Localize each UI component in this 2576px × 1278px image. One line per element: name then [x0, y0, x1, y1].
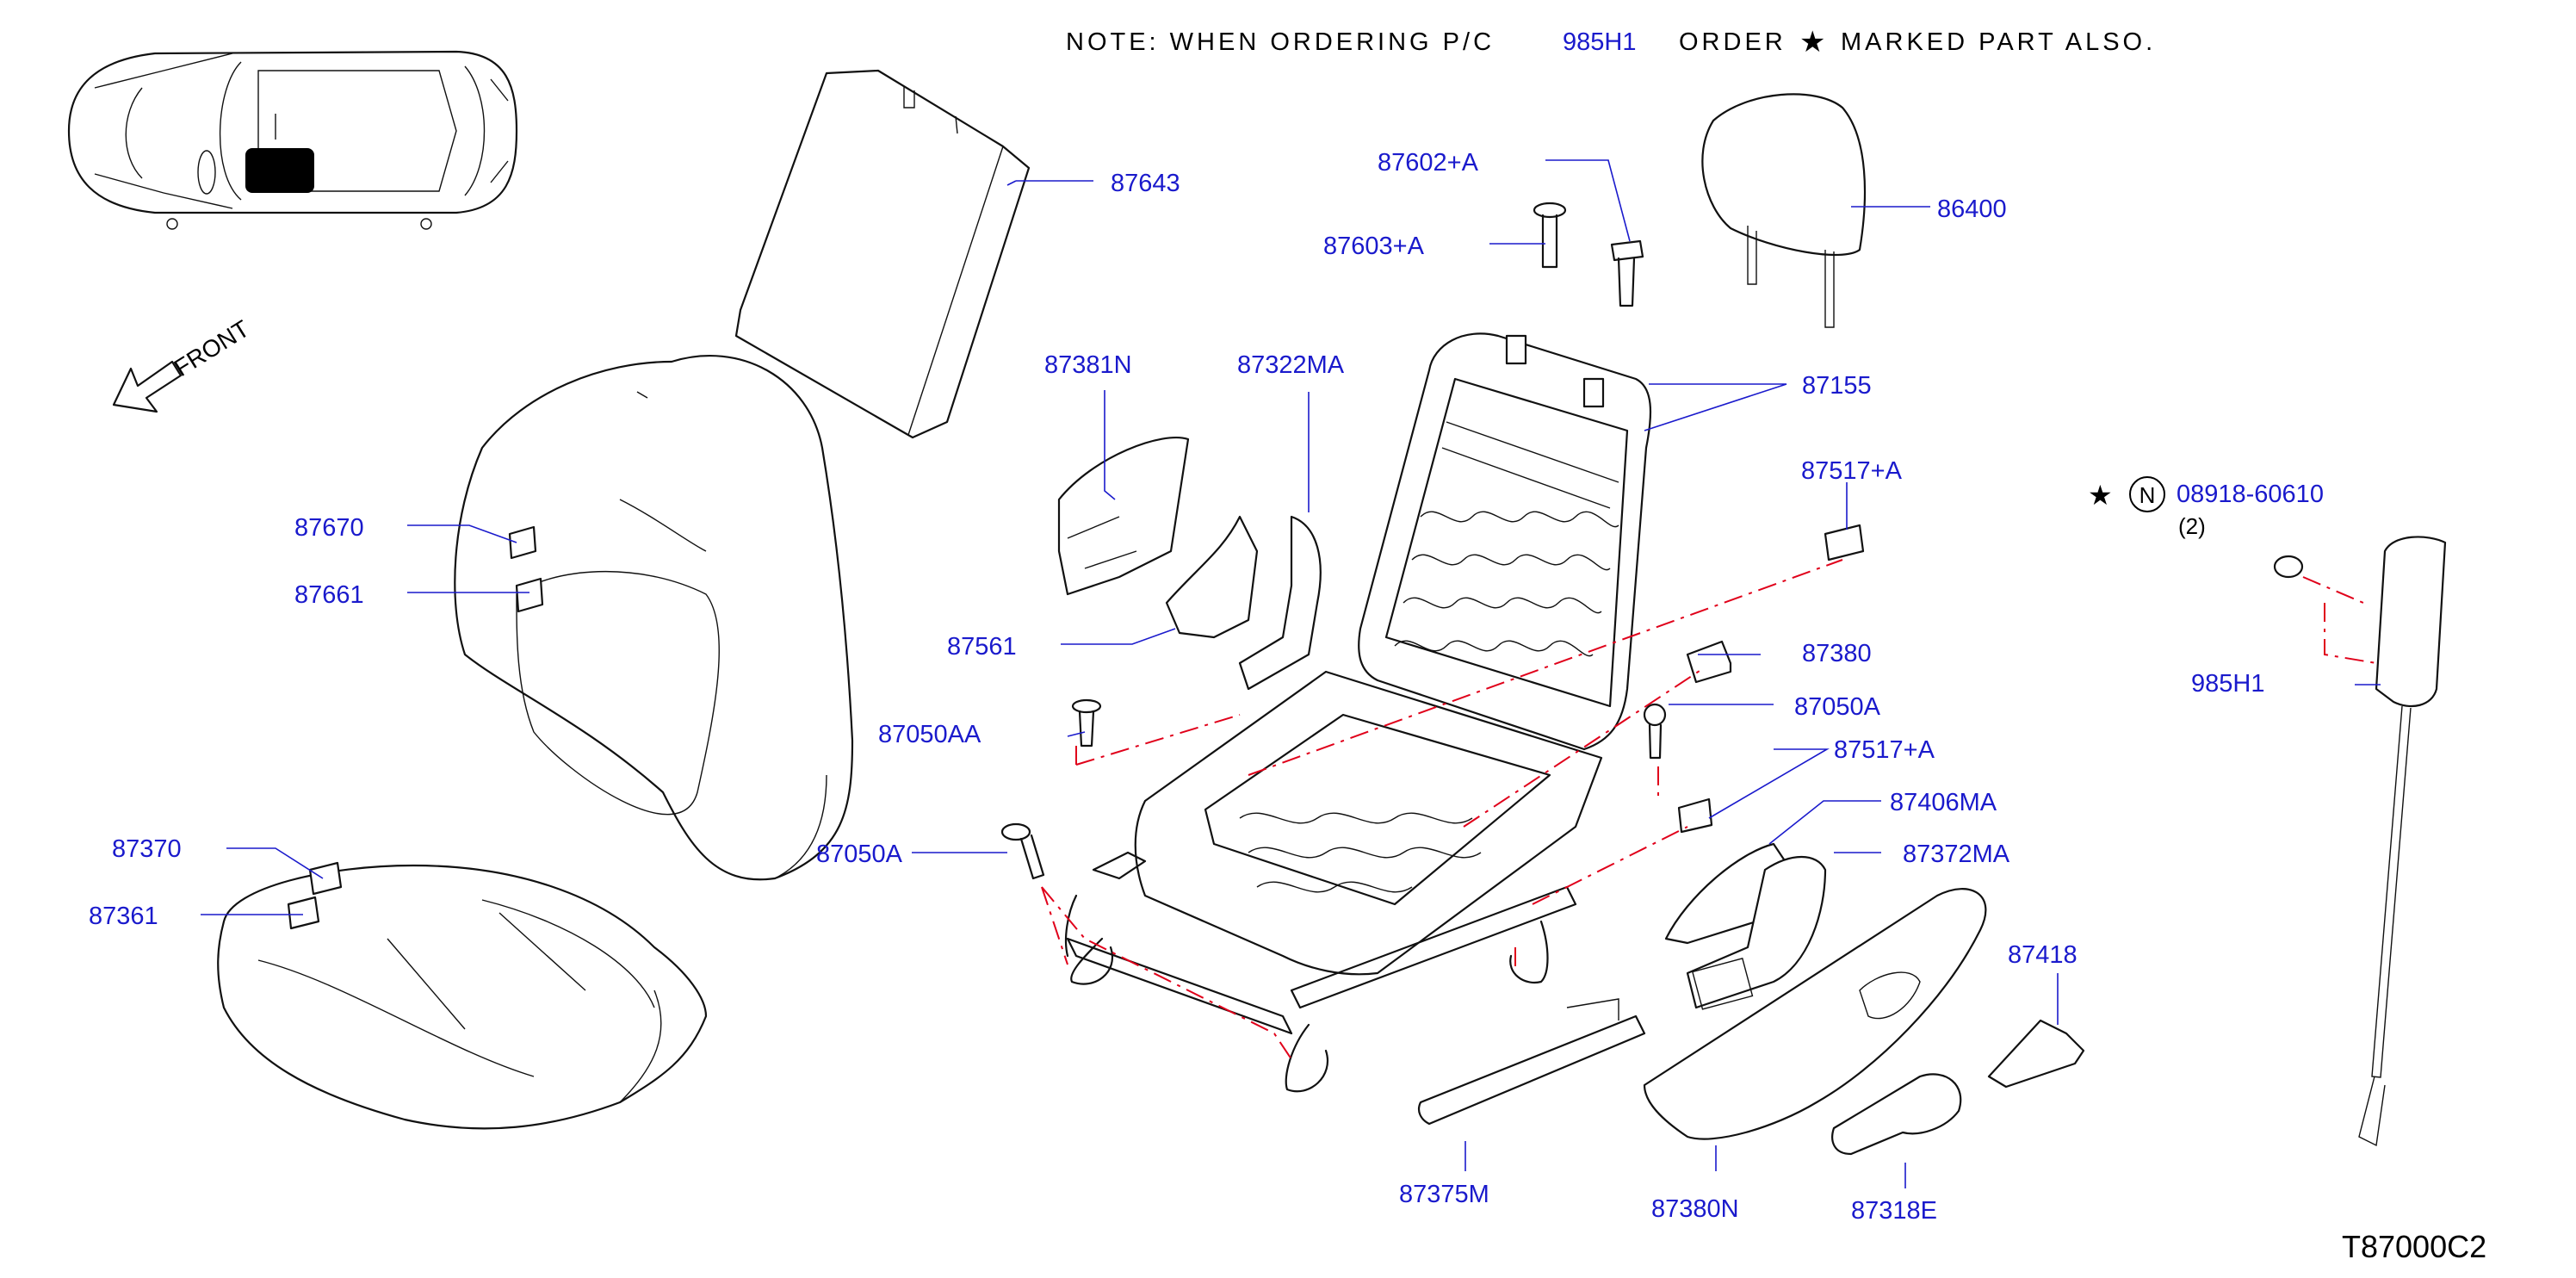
headrest-guide-pair[interactable]: [1533, 202, 1644, 307]
n-marker: N: [2139, 482, 2156, 508]
callout-87406MA[interactable]: 87406MA: [1890, 789, 1997, 816]
cap-87418[interactable]: [1987, 1019, 2085, 1089]
callout-87370[interactable]: 87370: [112, 835, 182, 863]
callout-87050A-left[interactable]: 87050A: [816, 841, 903, 868]
cover-87380N[interactable]: [1643, 888, 1987, 1140]
callout-labels: 87643 87602+A 87603+A 86400 87381N 87322…: [89, 149, 2264, 1225]
star-icon: ★: [2088, 480, 2113, 511]
callout-87361[interactable]: 87361: [89, 903, 158, 930]
clip-87517A-upper[interactable]: [1824, 524, 1865, 561]
callout-87372MA[interactable]: 87372MA: [1903, 841, 2010, 868]
callout-985H1[interactable]: 985H1: [2191, 670, 2264, 698]
bolt-87050A-left[interactable]: [1000, 822, 1045, 880]
callout-87602A[interactable]: 87602+A: [1378, 149, 1479, 177]
callout-87603A[interactable]: 87603+A: [1323, 233, 1425, 260]
bolt-87050AA[interactable]: [1071, 698, 1102, 748]
cover-87372MA[interactable]: [1686, 855, 1827, 1010]
clip-87517A-lower[interactable]: [1677, 797, 1713, 834]
seat-back-frame[interactable]: [1358, 332, 1652, 751]
cover-87375M[interactable]: [1417, 998, 1646, 1126]
seat-cushion-frame[interactable]: [1064, 670, 1603, 1093]
callout-87155[interactable]: 87155: [1802, 372, 1872, 400]
note-marked-text: MARKED PART ALSO.: [1841, 28, 2156, 56]
seat-location-marker: [245, 148, 314, 193]
note-part-ref[interactable]: 985H1: [1563, 28, 1636, 56]
starred-fastener-callout: ★ N 08918-60610 (2): [2088, 476, 2324, 539]
seat-back-pad[interactable]: [734, 69, 1031, 439]
callout-87643[interactable]: 87643: [1111, 170, 1180, 197]
callout-87561[interactable]: 87561: [947, 633, 1017, 661]
ordering-note: NOTE: WHEN ORDERING P/C 985H1 ORDER ★ MA…: [1066, 26, 2156, 59]
bolt-87050A-right[interactable]: [1643, 703, 1667, 760]
callout-87050AA[interactable]: 87050AA: [878, 721, 981, 748]
cover-87561[interactable]: [1165, 515, 1259, 639]
quantity-label: (2): [2178, 513, 2206, 539]
callout-87380N[interactable]: 87380N: [1651, 1195, 1739, 1223]
front-direction-arrow: FRONT: [112, 315, 254, 413]
cover-87381N[interactable]: [1057, 437, 1190, 596]
leader-lines: [201, 159, 2381, 1188]
front-label: FRONT: [170, 315, 254, 382]
callout-87517A-upper[interactable]: 87517+A: [1801, 457, 1903, 485]
star-icon: ★: [1799, 26, 1825, 59]
callout-87322MA[interactable]: 87322MA: [1237, 351, 1345, 379]
diagram-code: T87000C2: [2342, 1229, 2486, 1264]
callout-87418[interactable]: 87418: [2008, 941, 2078, 969]
callout-87661[interactable]: 87661: [294, 581, 364, 609]
seat-back-trim[interactable]: [454, 355, 854, 881]
note-text: NOTE: WHEN ORDERING P/C: [1066, 28, 1495, 56]
cover-87322MA[interactable]: [1238, 515, 1322, 691]
callout-87050A-right[interactable]: 87050A: [1794, 693, 1881, 721]
callout-87517A-lower[interactable]: 87517+A: [1834, 736, 1935, 764]
n-circle-icon: [2129, 476, 2165, 512]
seat-cushion-trim[interactable]: [217, 861, 708, 1130]
knob-87318E[interactable]: [1831, 1073, 1962, 1156]
callout-87318E[interactable]: 87318E: [1851, 1197, 1937, 1225]
bracket-87380[interactable]: [1686, 640, 1732, 684]
callout-86400[interactable]: 86400: [1937, 195, 2007, 223]
callout-87375M[interactable]: 87375M: [1399, 1181, 1489, 1208]
callout-87670[interactable]: 87670: [294, 514, 364, 542]
car-top-view-icon: [67, 50, 518, 230]
headrest[interactable]: [1701, 93, 1867, 328]
assembly-lines: [1041, 559, 2377, 1060]
callout-08918-60610[interactable]: 08918-60610: [2177, 481, 2324, 508]
note-order-text: ORDER: [1679, 28, 1786, 56]
side-airbag-module[interactable]: [2273, 536, 2447, 1147]
callout-87381N[interactable]: 87381N: [1044, 351, 1132, 379]
label-tag-87670: [508, 525, 544, 613]
callout-87380[interactable]: 87380: [1802, 640, 1872, 667]
